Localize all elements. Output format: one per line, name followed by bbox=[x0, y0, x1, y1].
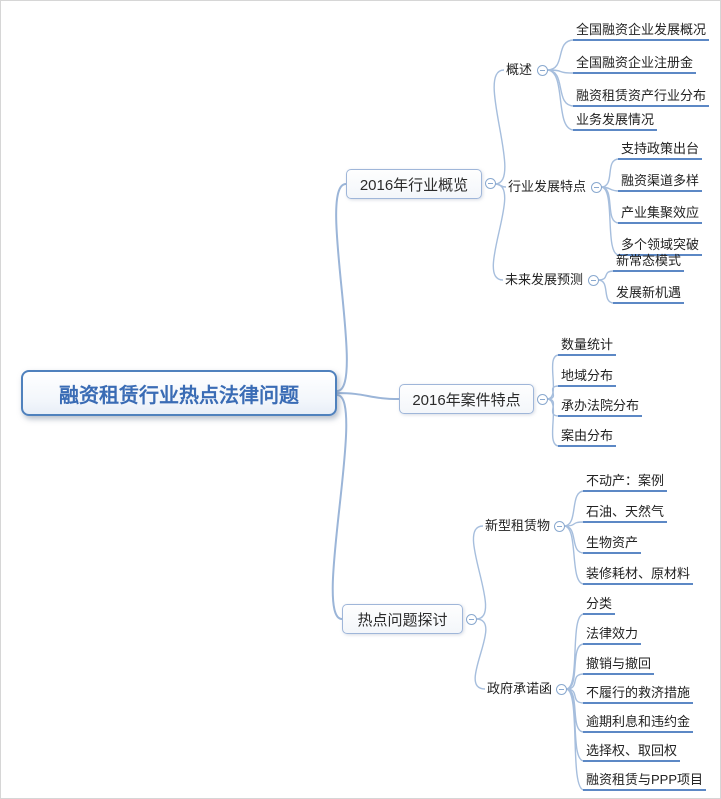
connector bbox=[565, 688, 585, 733]
leaf-topic[interactable]: 全国融资企业发展概况 bbox=[573, 22, 710, 41]
leaf-topic[interactable]: 数量统计 bbox=[558, 337, 617, 356]
connector bbox=[565, 673, 585, 690]
connector bbox=[494, 183, 507, 188]
connector bbox=[600, 186, 620, 224]
leaf-topic[interactable]: 石油、天然气 bbox=[583, 504, 668, 523]
connector bbox=[600, 158, 620, 188]
leaf-topic[interactable]: 地域分布 bbox=[558, 368, 617, 387]
connector bbox=[472, 525, 487, 620]
collapse-icon[interactable] bbox=[554, 521, 565, 532]
subtopic-industry-features[interactable]: 行业发展特点 bbox=[508, 179, 587, 194]
connector bbox=[546, 69, 575, 107]
leaf-topic[interactable]: 全国融资企业注册金 bbox=[573, 55, 697, 74]
connector bbox=[565, 688, 585, 762]
leaf-topic[interactable]: 融资渠道多样 bbox=[618, 173, 703, 192]
leaf-topic[interactable]: 融资租赁与PPP项目 bbox=[583, 772, 707, 791]
connector bbox=[597, 270, 615, 281]
leaf-topic[interactable]: 支持政策出台 bbox=[618, 141, 703, 160]
connector bbox=[546, 69, 575, 74]
leaf-topic[interactable]: 不动产：案例 bbox=[583, 473, 668, 492]
connector bbox=[492, 183, 506, 281]
connector bbox=[600, 186, 620, 192]
subtopic-future-forecast[interactable]: 未来发展预测 bbox=[505, 272, 584, 287]
connector bbox=[565, 643, 585, 690]
collapse-icon[interactable] bbox=[556, 684, 567, 695]
collapse-icon[interactable] bbox=[537, 65, 548, 76]
leaf-topic[interactable]: 生物资产 bbox=[583, 535, 642, 554]
collapse-icon[interactable] bbox=[588, 275, 599, 286]
leaf-topic[interactable]: 多个领域突破 bbox=[618, 237, 703, 256]
connector bbox=[474, 618, 487, 690]
leaf-topic[interactable]: 发展新机遇 bbox=[613, 285, 685, 304]
connector bbox=[335, 183, 348, 392]
connector bbox=[565, 688, 585, 704]
leaf-topic[interactable]: 选择权、取回权 bbox=[583, 743, 681, 762]
connector bbox=[597, 279, 615, 304]
leaf-topic[interactable]: 新常态模式 bbox=[613, 253, 685, 272]
leaf-topic[interactable]: 分类 bbox=[583, 596, 616, 615]
leaf-topic[interactable]: 承办法院分布 bbox=[558, 398, 643, 417]
connector bbox=[565, 613, 585, 690]
branch-case-features[interactable]: 2016年案件特点 bbox=[399, 384, 534, 414]
connector bbox=[563, 521, 585, 527]
connector bbox=[546, 39, 575, 71]
connector bbox=[331, 394, 348, 620]
leaf-topic[interactable]: 融资租赁资产行业分布 bbox=[573, 88, 710, 107]
leaf-topic[interactable]: 法律效力 bbox=[583, 626, 642, 645]
connector bbox=[563, 525, 585, 554]
connector bbox=[336, 392, 400, 400]
leaf-topic[interactable]: 逾期利息和违约金 bbox=[583, 714, 694, 733]
connector bbox=[565, 688, 585, 791]
connector bbox=[563, 525, 585, 585]
leaf-topic[interactable]: 装修耗材、原材料 bbox=[583, 566, 694, 585]
leaf-topic[interactable]: 不履行的救济措施 bbox=[583, 685, 694, 704]
subtopic-gov-commitment[interactable]: 政府承诺函 bbox=[487, 681, 553, 696]
collapse-icon[interactable] bbox=[466, 614, 477, 625]
root-topic[interactable]: 融资租赁行业热点法律问题 bbox=[21, 370, 337, 416]
connector bbox=[600, 186, 620, 256]
leaf-topic[interactable]: 案由分布 bbox=[558, 428, 617, 447]
connector bbox=[546, 69, 575, 131]
collapse-icon[interactable] bbox=[591, 182, 602, 193]
branch-industry-overview[interactable]: 2016年行业概览 bbox=[346, 169, 482, 199]
branch-hot-topics[interactable]: 热点问题探讨 bbox=[342, 604, 463, 634]
connector bbox=[493, 69, 506, 185]
leaf-topic[interactable]: 撤销与撤回 bbox=[583, 656, 655, 675]
collapse-icon[interactable] bbox=[485, 178, 496, 189]
connector bbox=[563, 490, 585, 527]
collapse-icon[interactable] bbox=[537, 394, 548, 405]
leaf-topic[interactable]: 产业集聚效应 bbox=[618, 205, 703, 224]
subtopic-summary[interactable]: 概述 bbox=[506, 62, 533, 77]
leaf-topic[interactable]: 业务发展情况 bbox=[573, 112, 658, 131]
subtopic-new-lease-assets[interactable]: 新型租赁物 bbox=[485, 518, 551, 533]
